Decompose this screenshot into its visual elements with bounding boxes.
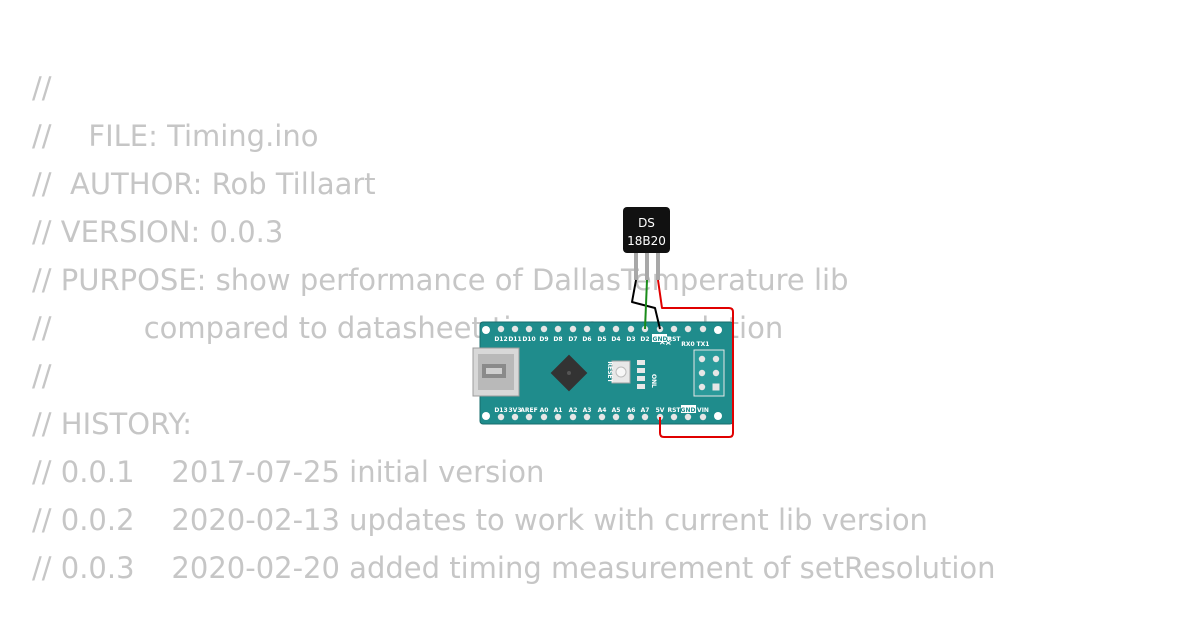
pin-label-d7: D7 [568, 336, 577, 343]
code-line-2: // FILE: Timing.ino [32, 119, 319, 153]
pin-label-d8: D8 [553, 336, 562, 343]
code-comment-block: // // FILE: Timing.ino // AUTHOR: Rob Ti… [32, 64, 996, 592]
usb-connector [472, 347, 520, 397]
led-on [637, 376, 645, 381]
code-line-3: // AUTHOR: Rob Tillaart [32, 167, 376, 201]
pin-label-d10: D10 [522, 336, 535, 343]
gnd-label-bg-bottom [681, 405, 696, 413]
pin-label-d13: D13 [494, 407, 507, 414]
wire-gnd[interactable] [631, 279, 661, 330]
sensor-label-line1: DS [638, 216, 655, 230]
pin-label-a1: A1 [554, 407, 563, 414]
pin-label-a6: A6 [627, 407, 636, 414]
pin-label-rx0: RX0 [681, 341, 694, 348]
pin-label-vin: VIN [697, 407, 709, 414]
pin-label-3v3: 3V3 [509, 407, 522, 414]
pin-label-rst-bottom: RST [667, 407, 681, 414]
code-line-4: // VERSION: 0.0.3 [32, 215, 284, 249]
pin-label-a5: A5 [612, 407, 621, 414]
microcontroller-chip [550, 354, 588, 392]
pin-label-a4: A4 [598, 407, 607, 414]
bottom-pin-header [497, 413, 707, 421]
led-tx [637, 360, 645, 365]
sensor-leg-gnd [634, 250, 638, 280]
on-label: ON [650, 374, 657, 384]
wire-vcc[interactable] [657, 279, 734, 438]
reset-button[interactable] [611, 360, 631, 384]
pin-label-d6: D6 [582, 336, 591, 343]
rx-label: RX [664, 336, 671, 346]
pin-label-d9: D9 [539, 336, 548, 343]
wire-data[interactable] [644, 279, 648, 330]
code-line-9: // 0.0.1 2017-07-25 initial version [32, 455, 545, 489]
pin-label-rst-top: RST [667, 336, 681, 343]
mount-hole-tl [482, 326, 490, 334]
pin-label-gnd-top: GND [653, 336, 668, 343]
code-line-5: // PURPOSE: show performance of DallasTe… [32, 263, 849, 297]
pin-label-d3: D3 [626, 336, 635, 343]
code-line-7: // [32, 359, 52, 393]
icsp-header [693, 349, 725, 397]
mount-hole-bl [482, 412, 490, 420]
pin-label-d12: D12 [494, 336, 507, 343]
sensor-leg-vcc [656, 250, 660, 280]
l-label: L [650, 384, 657, 388]
pin-label-gnd-bottom: GND [681, 407, 696, 414]
ds18b20-sensor[interactable]: DS 18B20 [623, 207, 670, 280]
pin-label-a7: A7 [641, 407, 650, 414]
pin-label-tx1: TX1 [697, 341, 710, 348]
code-line-8: // HISTORY: [32, 407, 192, 441]
pin-label-a2: A2 [569, 407, 578, 414]
code-line-10: // 0.0.2 2020-02-13 updates to work with… [32, 503, 928, 537]
gnd-label-bg-top [652, 334, 667, 342]
led-l [637, 384, 645, 389]
pin-label-5v: 5V [656, 407, 665, 414]
sensor-body [623, 207, 670, 253]
pin-label-d5: D5 [597, 336, 606, 343]
sensor-leg-data [645, 250, 649, 280]
mount-hole-br [714, 412, 722, 420]
pin-label-d4: D4 [611, 336, 620, 343]
pin-label-aref: AREF [520, 407, 537, 414]
reset-label: RESET [606, 361, 613, 383]
pin-label-a0: A0 [540, 407, 549, 414]
pin-label-a3: A3 [583, 407, 592, 414]
code-line-1: // [32, 71, 52, 105]
mount-hole-tr [714, 326, 722, 334]
arduino-nano-board[interactable]: RESET TX RX ON L D12 D11 D10 D9 D8 D7 D6… [472, 321, 734, 425]
code-line-11: // 0.0.3 2020-02-20 added timing measure… [32, 551, 996, 585]
board-pcb [480, 322, 733, 424]
pin-label-d2: D2 [640, 336, 649, 343]
sensor-label-line2: 18B20 [627, 234, 666, 248]
led-rx [637, 368, 645, 373]
pin-label-d11: D11 [508, 336, 521, 343]
top-pin-header [497, 325, 707, 333]
